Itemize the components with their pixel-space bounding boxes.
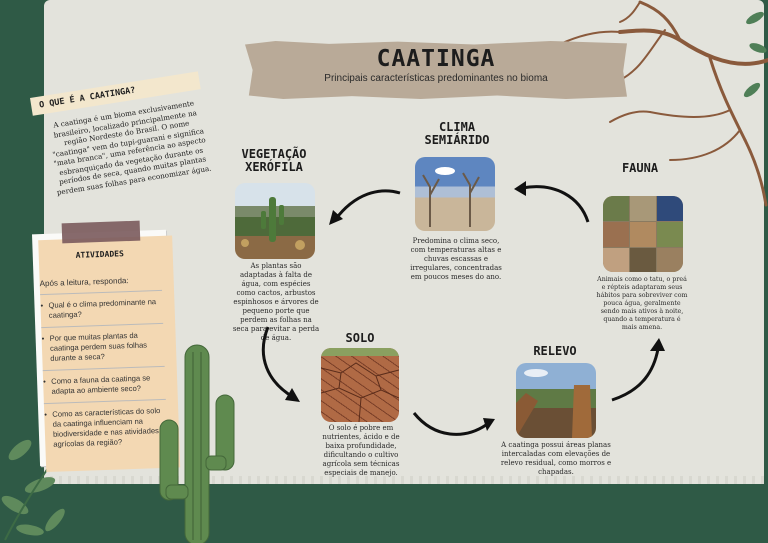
page-subtitle: Principais características predominantes… <box>324 73 548 84</box>
desc-fauna: Animais como o tatu, o preá e répteis ad… <box>596 276 688 331</box>
fauna-photo-collage <box>603 196 683 272</box>
desc-solo: O solo é pobre em nutrientes, ácido e de… <box>322 424 400 477</box>
tree-branches-illustration <box>559 0 768 207</box>
activity-question: Qual é o clima predominante na caatinga? <box>40 289 164 328</box>
page-title: CAATINGA <box>376 46 496 72</box>
tape-decoration <box>61 220 141 244</box>
desc-clima: Predomina o clima seco, com temperaturas… <box>410 237 502 281</box>
activity-question: Como a fauna da caatinga se adapta ao am… <box>42 365 166 404</box>
soil-photo <box>321 348 399 422</box>
vegetation-photo <box>235 183 315 259</box>
activity-question: Como as características do solo da caati… <box>43 398 168 457</box>
activities-list: Qual é o clima predominante na caatinga?… <box>40 289 168 457</box>
cactus-illustration <box>159 344 235 543</box>
desc-vegetacao: As plantas são adaptadas à falta de água… <box>232 262 320 342</box>
climate-photo <box>415 157 495 231</box>
arrow-clima-to-vegetacao <box>329 189 401 225</box>
heading-relevo: RELEVO <box>533 344 577 358</box>
arrow-relevo-to-fauna <box>611 338 665 402</box>
heading-fauna: FAUNA <box>621 161 659 175</box>
arrow-solo-to-relevo <box>412 412 495 436</box>
relief-photo <box>516 363 596 438</box>
arrow-vegetacao-to-solo <box>261 326 300 402</box>
activity-question: Por que muitas plantas da caatinga perde… <box>41 322 165 371</box>
heading-solo: SOLO <box>345 331 375 345</box>
arrow-fauna-to-clima <box>514 181 590 223</box>
heading-vegetacao: VEGETAÇÃO XERÓFILA <box>241 147 307 174</box>
heading-clima: CLIMA SEMIÁRIDO <box>424 120 490 147</box>
desc-relevo: A caatinga possui áreas planas intercala… <box>500 441 612 476</box>
title-paper <box>245 41 627 99</box>
